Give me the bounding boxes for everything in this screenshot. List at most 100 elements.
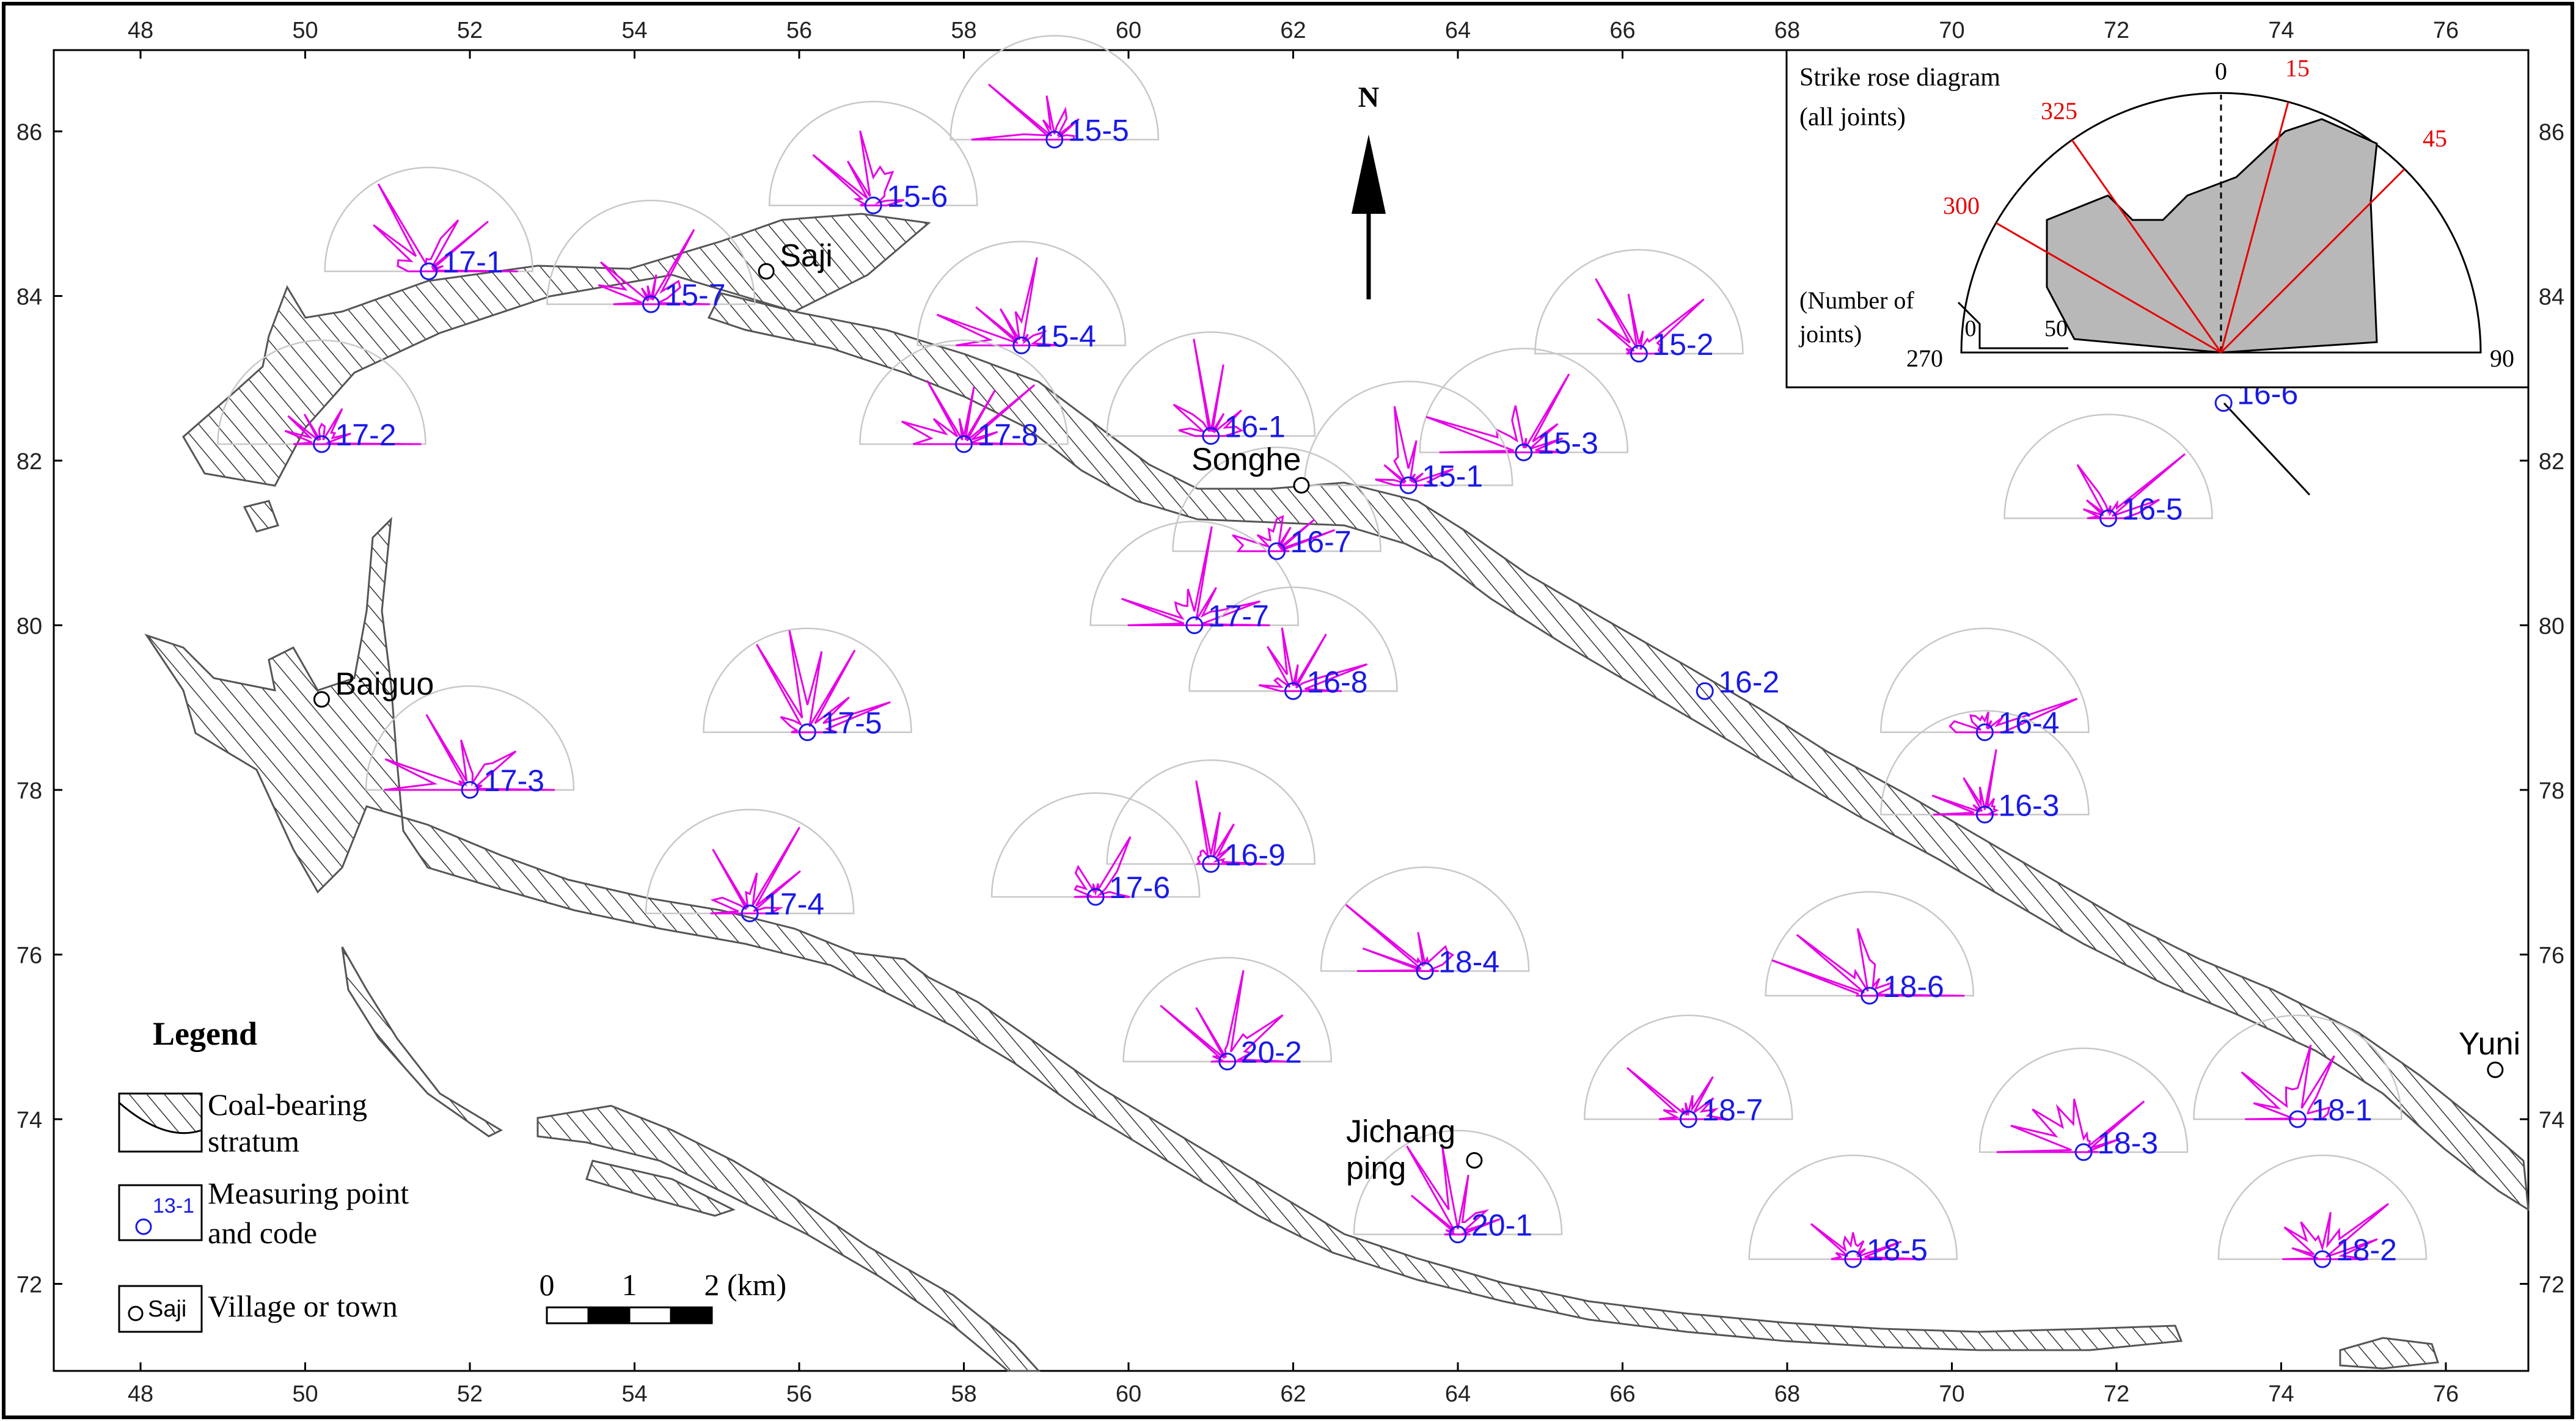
rose-18-1 bbox=[2193, 1014, 2402, 1120]
stratum-small-lens bbox=[243, 500, 279, 533]
rose-petals bbox=[1195, 780, 1267, 865]
grid-x-label-top: 60 bbox=[1116, 18, 1141, 43]
grid-x-label-top: 76 bbox=[2433, 18, 2459, 43]
measuring-point-marker bbox=[1449, 1226, 1467, 1244]
stratum-southwest-strip bbox=[341, 946, 503, 1138]
rose-petals bbox=[1810, 1223, 1925, 1260]
village-label: Yuni bbox=[2459, 1026, 2520, 1062]
measuring-point-marker bbox=[1202, 427, 1220, 445]
rose-petals bbox=[284, 408, 422, 445]
measuring-point-label: 16-5 bbox=[2122, 492, 2183, 526]
measuring-point-label: 17-2 bbox=[335, 418, 396, 452]
rose-petals bbox=[710, 827, 801, 915]
rose-frame bbox=[1880, 710, 2090, 816]
rose-petals bbox=[1948, 698, 2078, 734]
measuring-point-marker bbox=[1844, 1250, 1862, 1268]
rose-frame bbox=[365, 685, 575, 791]
village-marker bbox=[2487, 1061, 2504, 1078]
stratum-western-belt bbox=[144, 516, 2183, 1351]
grid-x-label-top: 54 bbox=[621, 18, 647, 43]
inset-count-label-1: (Number of bbox=[1799, 287, 1914, 314]
rose-frame bbox=[1106, 759, 1316, 865]
grid-y-label-left: 86 bbox=[16, 120, 42, 145]
measuring-point-marker bbox=[1202, 855, 1220, 873]
leader-line-16-6 bbox=[2223, 402, 2311, 496]
measuring-point-marker bbox=[1399, 476, 1418, 494]
rose-petals bbox=[1121, 526, 1270, 626]
inset-scale-bar bbox=[1957, 301, 2068, 349]
rose-frame bbox=[703, 627, 912, 733]
grid-x-label-bottom: 50 bbox=[292, 1381, 318, 1407]
measuring-point-marker bbox=[1679, 1110, 1697, 1128]
rose-frame bbox=[769, 101, 978, 206]
rose-15-2 bbox=[1534, 249, 1744, 355]
inset-angle-15: 15 bbox=[2285, 54, 2310, 82]
coal-bearing-stratum bbox=[144, 213, 2530, 1372]
measuring-point-marker bbox=[1284, 682, 1302, 700]
rose-17-6 bbox=[990, 792, 1201, 898]
inset-semicircle bbox=[1960, 92, 2482, 354]
inset-angle-0: 0 bbox=[2215, 57, 2227, 85]
rose-petals bbox=[1425, 373, 1570, 454]
village-marker bbox=[313, 691, 330, 708]
rose-20-1 bbox=[1353, 1130, 1563, 1236]
measuring-point-marker bbox=[1861, 987, 1879, 1005]
rose-frame bbox=[546, 199, 756, 305]
rose-15-6 bbox=[769, 101, 978, 206]
measuring-point-label: 17-4 bbox=[763, 887, 824, 921]
measuring-point-marker bbox=[2214, 394, 2233, 412]
measuring-point-marker bbox=[1416, 962, 1434, 980]
measuring-point-marker bbox=[1630, 345, 1648, 363]
inset-angle-lines bbox=[1996, 101, 2406, 354]
legend-village-swatch bbox=[118, 1285, 203, 1333]
measuring-point-label: 17-1 bbox=[442, 245, 503, 279]
legend-measure-circle bbox=[135, 1218, 152, 1235]
rose-petals bbox=[2282, 1203, 2389, 1260]
grid-y-label-left: 78 bbox=[16, 778, 42, 804]
inset-count-label-2: joints) bbox=[1798, 320, 1862, 348]
scale-label-1: 1 bbox=[622, 1268, 637, 1302]
measuring-point-marker bbox=[1515, 444, 1533, 462]
rose-16-4 bbox=[1880, 627, 2090, 734]
measuring-point-marker bbox=[312, 435, 331, 453]
strike-rose-inset: Strike rose diagram (all joints) 0 15 45… bbox=[1785, 49, 2530, 389]
rose-petals bbox=[1345, 904, 1455, 972]
rose-frame bbox=[1748, 1154, 1958, 1260]
grid-y-label-right: 82 bbox=[2539, 449, 2564, 475]
village-marker bbox=[1466, 1152, 1483, 1169]
grid-x-label-bottom: 52 bbox=[457, 1381, 483, 1407]
legend: Legend Coal-bearing stratum 13-1 Measuri… bbox=[118, 1015, 409, 1333]
rose-petals bbox=[1258, 627, 1368, 692]
angle-line-45 bbox=[2220, 168, 2406, 354]
rose-frame bbox=[1188, 586, 1398, 692]
measuring-point-marker bbox=[642, 295, 660, 313]
measuring-point-label: 15-3 bbox=[1537, 426, 1598, 461]
village-label: Jichang bbox=[1346, 1114, 1455, 1149]
north-arrow-head bbox=[1352, 134, 1386, 214]
rose-petals bbox=[971, 83, 1080, 141]
rose-petals bbox=[756, 630, 891, 734]
rose-16-1 bbox=[1106, 331, 1316, 437]
measuring-point-label: 15-6 bbox=[887, 179, 948, 213]
rose-frame bbox=[645, 808, 855, 915]
rose-17-2 bbox=[217, 339, 426, 445]
rose-16-8 bbox=[1188, 586, 1398, 692]
grid-x-label-top: 66 bbox=[1609, 18, 1635, 43]
grid-y-label-right: 74 bbox=[2539, 1108, 2564, 1133]
rose-20-2 bbox=[1122, 957, 1332, 1063]
rose-frame bbox=[1303, 381, 1513, 486]
legend-village-circle bbox=[128, 1306, 144, 1321]
measuring-point-label: 16-2 bbox=[1718, 665, 1779, 699]
rose-frame bbox=[1106, 331, 1316, 437]
village-label-line2: ping bbox=[1346, 1150, 1406, 1186]
grid-y-label-left: 74 bbox=[16, 1108, 42, 1133]
rose-petals bbox=[1375, 406, 1454, 486]
measuring-point-marker bbox=[2313, 1250, 2332, 1268]
measuring-point-label: 18-6 bbox=[1883, 970, 1944, 1004]
rose-petals bbox=[1173, 338, 1244, 437]
rose-frame bbox=[1978, 1047, 2189, 1153]
measuring-point-marker bbox=[420, 262, 438, 280]
grid-x-label-bottom: 54 bbox=[621, 1381, 647, 1407]
legend-coal-label-2: stratum bbox=[208, 1124, 299, 1158]
